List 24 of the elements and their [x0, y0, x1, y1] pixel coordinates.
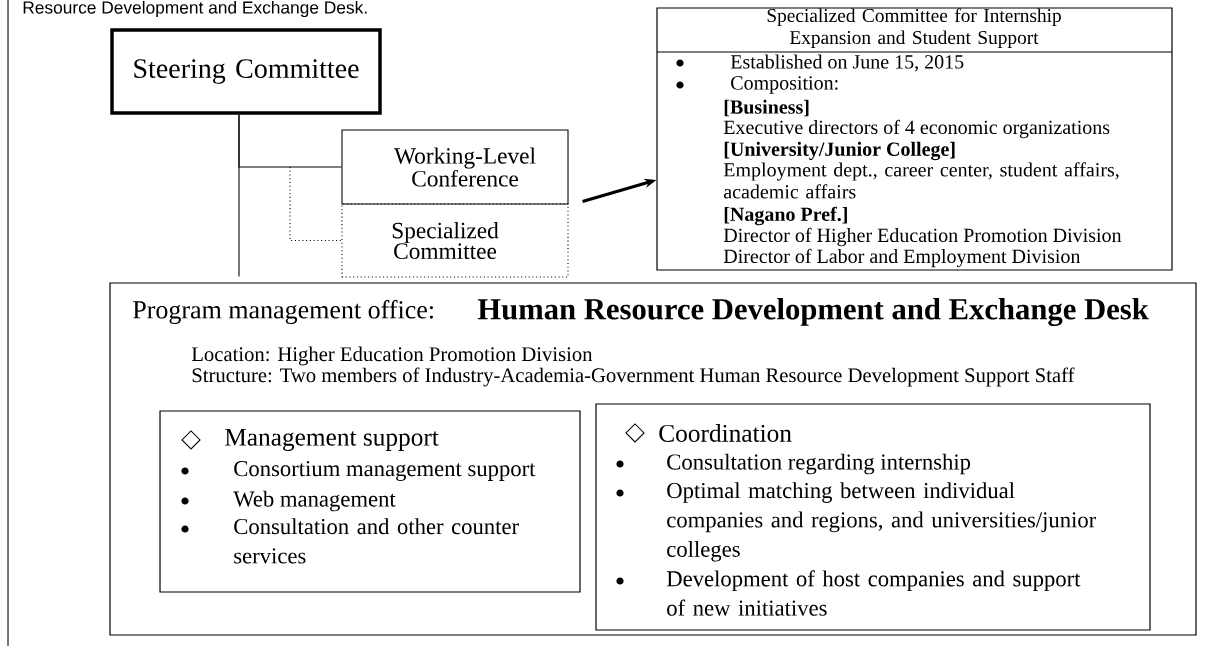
info-text: Location: Higher Education Promotion Division [191, 346, 593, 366]
list-item: Web management [181, 490, 396, 512]
list-item: Composition: [676, 76, 838, 94]
list-item: Established on June 15, 2015 [676, 54, 964, 72]
connector-line [289, 166, 342, 242]
committee-box: Specialized Committee [341, 203, 569, 278]
list-item: Consortium management support [181, 461, 536, 481]
committee-box: Working-Level Conference [341, 129, 569, 205]
committee-box: Steering Committee [110, 28, 382, 115]
group-heading: [Nagano Pref.] [724, 206, 847, 226]
member-text: Executive directors of 4 economic organizations [723, 119, 1110, 139]
member-text: Director of Labor and Employment Division [723, 248, 1081, 268]
section-heading: Coordination [625, 423, 792, 443]
member-text: Director of Higher Education Promotion Division [723, 227, 1122, 247]
section-heading: Management support [181, 428, 439, 451]
connector-line [238, 114, 240, 277]
group-heading: [University/Junior College] [724, 141, 955, 161]
list-item: Development of host companies and support of new initiatives [616, 570, 1081, 616]
list-item: Consultation regarding internship [616, 453, 971, 475]
info-text: Structure: Two members of Industry-Academia-Government Human Resource Development Support Staff [192, 367, 1075, 387]
list-item: Consultation and other counter services [181, 518, 519, 564]
group-heading: [Business] [724, 99, 809, 117]
list-item: Optimal matching between individual companies and regions, and universities/junior colleges [616, 482, 1097, 562]
member-text: Employment dept., career center, student affairs, academic affairs [723, 162, 1119, 199]
